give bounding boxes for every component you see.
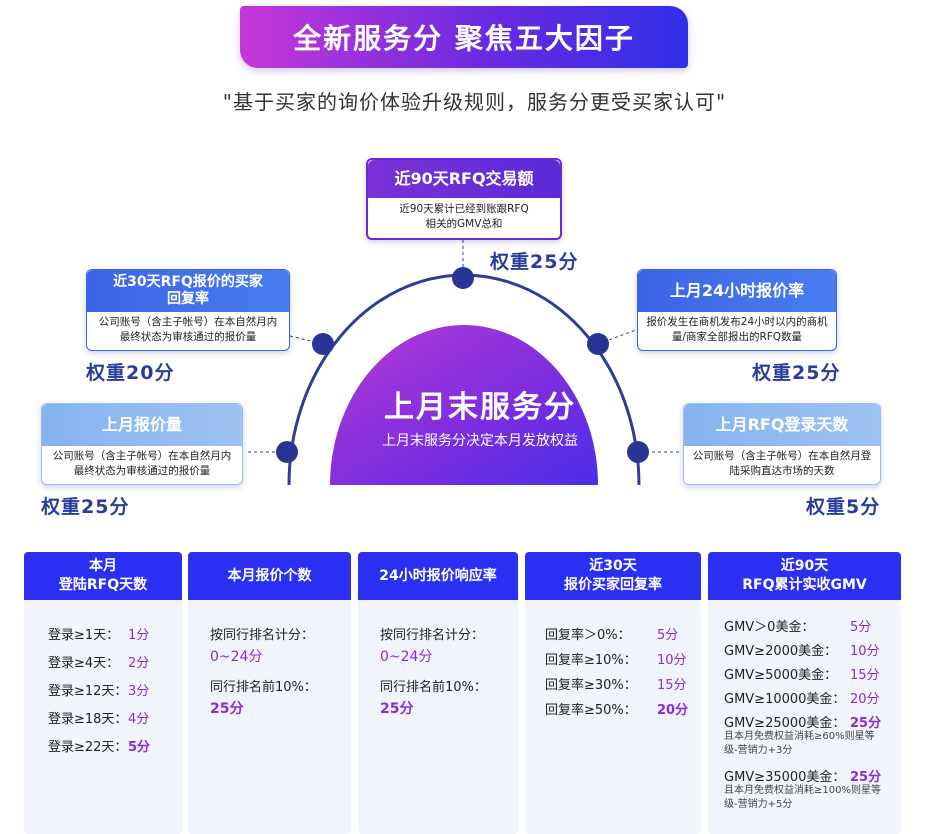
center-subtitle: 上月末服务分决定本月发放权益 [382,433,578,449]
factor-desc: 报价发生在商机发布24小时以内的商机量/商家全部报出的RFQ数量 [646,316,828,344]
node-dot-top [452,267,474,289]
score-row: GMV≥10000美金：20分 [724,692,880,707]
score-row: 回复率≥30%：15分 [545,678,687,693]
factor-desc: 公司账号（含主子帐号）在本自然月内最终状态为审核通过的报价量 [98,316,278,344]
factor-title: 近90天RFQ交易额 [368,160,560,198]
center-title: 上月末服务分 [384,390,576,425]
score-row: 登录≥12天：3分 [48,684,150,699]
column-header-line: 本月 [89,558,117,575]
factor-desc: 公司账号（含主子帐号）在本自然月登陆采购直达市场的天数 [692,450,872,478]
score-top: 25分 [380,701,414,717]
factor-weight: 权重25分 [752,362,841,384]
factor-card-reply-rate: 近30天RFQ报价的买家回复率 公司账号（含主子帐号）在本自然月内最终状态为审核… [86,269,290,351]
score-row: GMV≥2000美金：10分 [724,644,880,659]
score-row: 登录≥22天：5分 [48,740,151,755]
factor-weight: 权重20分 [86,362,175,384]
factor-weight: 权重5分 [806,496,881,518]
node-dot-right [627,441,649,463]
score-row: 登录≥4天：2分 [48,656,150,671]
page-title: 全新服务分 聚焦五大因子 [293,22,635,55]
column-header: 本月报价个数 [188,552,351,600]
score-range: 0~24分 [210,649,263,665]
score-rule-text: 按同行排名计分： [380,628,485,643]
score-top: 25分 [210,701,244,717]
arc-line [287,273,641,486]
score-column-quote-count: 本月报价个数 按同行排名计分： 0~24分 同行排名前10%： 25分 [188,552,351,834]
factor-title: 上月报价量 [42,404,242,446]
node-dot-left [276,441,298,463]
factor-card-login-days: 上月RFQ登录天数 公司账号（含主子帐号）在本自然月登陆采购直达市场的天数 [683,403,881,485]
factor-weight: 权重25分 [490,251,579,273]
score-row: 登录≥1天：1分 [48,628,150,643]
factor-title: 上月RFQ登录天数 [684,404,880,446]
score-row: 回复率≥50%：20分 [545,703,689,718]
score-row: 回复率≥10%：10分 [545,653,687,668]
score-column-gmv: 近90天 RFQ累计实收GMV GMV＞0美金：5分 GMV≥2000美金：10… [708,552,901,834]
column-header: 近90天 RFQ累计实收GMV [708,552,901,600]
score-row: GMV≥35000美金：25分 [724,770,882,785]
column-header-line: 近30天 [589,558,637,575]
factor-weight: 权重25分 [41,496,130,518]
score-note: 且本月免费权益消耗≥60%则星等级-营销力+3分 [724,731,875,756]
score-rule-text: 同行排名前10%： [380,680,487,695]
factor-card-quote-count: 上月报价量 公司账号（含主子帐号）在本自然月内最终状态为审核通过的报价量 [41,403,243,485]
score-column-login-days: 本月 登陆RFQ天数 登录≥1天：1分 登录≥4天：2分 登录≥12天：3分 登… [24,552,182,834]
column-header-line: 近90天 [780,558,829,575]
page-subtitle: "基于买家的询价体验升级规则，服务分更受买家认可" [222,90,727,114]
score-column-reply-rate: 近30天 报价买家回复率 回复率＞0%：5分 回复率≥10%：10分 回复率≥3… [525,552,701,834]
score-range: 0~24分 [380,649,433,665]
score-rule-text: 同行排名前10%： [210,680,317,695]
score-row: GMV≥5000美金：15分 [724,668,880,683]
column-header-line: 报价买家回复率 [564,577,662,593]
factor-title: 近30天RFQ报价的买家回复率 [87,270,289,312]
column-header-line: RFQ累计实收GMV [742,577,867,593]
column-header: 本月 登陆RFQ天数 [24,552,182,600]
score-note: 且本月免费权益消耗≥100%则星等级-营销力+5分 [724,785,881,810]
score-row: GMV＞0美金：5分 [724,620,872,635]
column-header: 近30天 报价买家回复率 [525,552,701,600]
page-title-banner: 全新服务分 聚焦五大因子 [240,6,688,68]
score-row: GMV≥25000美金：25分 [724,716,882,731]
column-header-line: 登陆RFQ天数 [58,577,148,593]
factor-card-gmv: 近90天RFQ交易额 近90天累计已经到账跟RFQ相关的GMV总和 [366,158,562,240]
score-rule-text: 按同行排名计分： [210,628,315,643]
node-dot-upper-right [587,333,609,355]
node-dot-upper-left [312,333,334,355]
factor-desc: 公司账号（含主子帐号）在本自然月内最终状态为审核通过的报价量 [52,450,232,478]
factor-desc: 近90天累计已经到账跟RFQ相关的GMV总和 [399,203,529,231]
score-row: 回复率＞0%：5分 [545,628,679,643]
score-row: 登录≥18天：4分 [48,712,150,727]
factor-card-24h-rate: 上月24小时报价率 报价发生在商机发布24小时以内的商机量/商家全部报出的RFQ… [637,269,837,351]
factor-title: 上月24小时报价率 [638,270,836,312]
score-column-24h-response: 24小时报价响应率 按同行排名计分： 0~24分 同行排名前10%： 25分 [358,552,518,834]
column-header: 24小时报价响应率 [358,552,518,600]
